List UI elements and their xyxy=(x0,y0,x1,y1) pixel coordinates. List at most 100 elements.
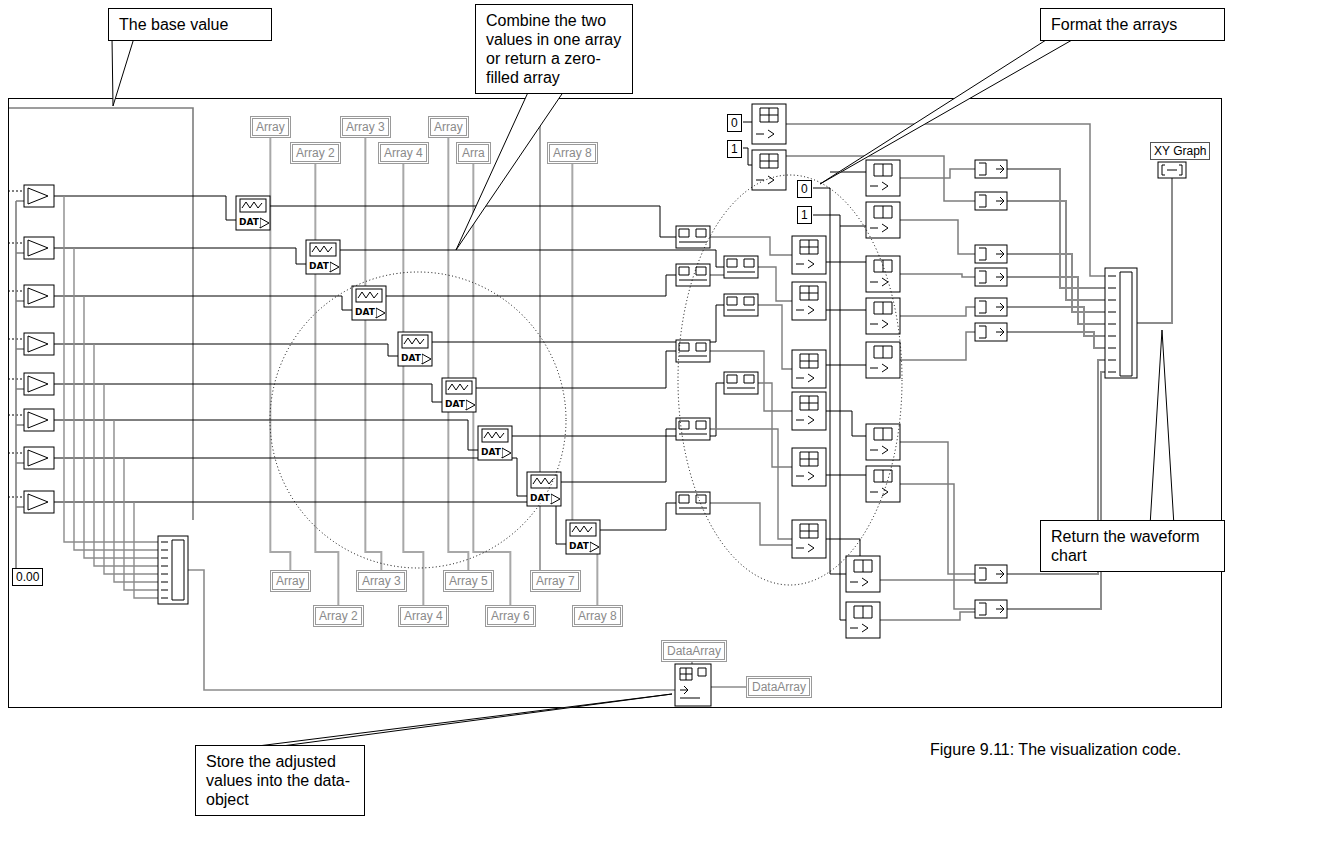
subvi-icon xyxy=(236,196,600,554)
subvi-label: DAT xyxy=(444,399,466,409)
data-wire xyxy=(270,206,724,530)
local-variable: Array xyxy=(270,570,311,592)
highlight-ellipse xyxy=(678,175,902,585)
node-text: Array 4 xyxy=(384,146,423,160)
matrix-icon xyxy=(727,259,755,272)
local-variable: Array xyxy=(250,116,291,138)
local-variable: Array 8 xyxy=(547,142,598,164)
callout-box: Return the waveform chart xyxy=(1040,520,1225,572)
bundle-icon xyxy=(675,664,711,706)
callout-box: Combine the two values in one array or r… xyxy=(475,4,633,94)
comparator-symbol xyxy=(28,288,48,304)
subvi-icon xyxy=(566,520,600,554)
local-variable: Array 4 xyxy=(398,605,449,627)
index-array-icon xyxy=(850,560,872,586)
branch-wire xyxy=(64,196,158,598)
bundle-icon xyxy=(975,600,1007,618)
subvi-icon xyxy=(446,381,472,394)
index-array-icon xyxy=(796,524,818,552)
comparator-symbol xyxy=(24,185,54,513)
subvi-label: DAT xyxy=(308,261,330,271)
local-variable: Array 5 xyxy=(443,570,494,592)
comparator-symbol xyxy=(24,491,54,513)
bundle-icon xyxy=(979,603,1004,615)
matrix-icon xyxy=(724,372,758,394)
index-array-icon xyxy=(846,556,880,592)
subvi-icon xyxy=(352,286,386,320)
node-text: Array 7 xyxy=(536,574,575,588)
subvi-icon xyxy=(442,378,476,412)
matrix-icon xyxy=(679,421,707,434)
index-array-icon xyxy=(870,164,892,190)
index-array-icon xyxy=(870,302,892,328)
comparator-symbol xyxy=(24,409,54,431)
subvi-label: DAT xyxy=(568,541,590,551)
subvi-icon xyxy=(570,523,596,536)
subvi-icon xyxy=(527,472,561,506)
callout-box: Store the adjusted values into the data-… xyxy=(195,745,365,816)
index-array-icon xyxy=(870,346,892,372)
index-array-icon xyxy=(752,104,900,638)
graph-terminal-icon xyxy=(1158,162,1186,178)
callout-box: The base value xyxy=(108,8,272,41)
bundle-icon xyxy=(979,301,1004,313)
diagram-frame xyxy=(9,99,1222,708)
index-array-icon xyxy=(846,602,880,638)
local-variable: DataArray xyxy=(661,640,727,662)
comparator-symbol xyxy=(24,447,54,469)
index-array-icon xyxy=(796,240,818,268)
index-array-icon xyxy=(792,392,826,430)
comparator-symbol xyxy=(28,412,48,428)
subvi-icon xyxy=(260,218,269,228)
index-array-icon xyxy=(866,424,900,460)
subvi-icon xyxy=(356,289,382,302)
local-variable: Array 7 xyxy=(530,570,581,592)
local-wire xyxy=(473,164,510,605)
node-text: XY Graph xyxy=(1154,144,1206,158)
index-array-icon xyxy=(866,466,900,502)
node-text: 1 xyxy=(731,142,738,156)
node-text: 0 xyxy=(731,116,738,130)
matrix-icon xyxy=(676,264,710,286)
matrix-icon xyxy=(676,340,710,362)
node-text: Return the waveform chart xyxy=(1051,527,1214,565)
local-variable: Array 8 xyxy=(572,605,623,627)
figure-caption: Figure 9.11: The visualization code. xyxy=(930,740,1181,759)
matrix-icon xyxy=(727,297,755,310)
comparator-symbol xyxy=(24,373,54,395)
subvi-icon xyxy=(240,199,266,212)
node-text: Format the arrays xyxy=(1051,15,1214,34)
matrix-wire xyxy=(710,237,792,545)
index-array-icon xyxy=(870,428,892,454)
subvi-icon xyxy=(312,246,332,252)
node-text: Array 2 xyxy=(319,609,358,623)
node-text: Array 6 xyxy=(491,609,530,623)
subvi-icon xyxy=(448,384,468,390)
numeric-constant: 0.00 xyxy=(12,568,43,586)
node-text: Arra xyxy=(462,146,485,160)
subvi-label: DAT xyxy=(529,493,551,503)
local-wire xyxy=(448,138,468,570)
comparator-symbol xyxy=(28,188,48,204)
callout-box: Format the arrays xyxy=(1040,8,1225,41)
bundle-icon xyxy=(979,248,1004,260)
node-text: Array 4 xyxy=(404,609,443,623)
bundle-icon xyxy=(979,568,1004,580)
node-text: DataArray xyxy=(752,680,806,694)
matrix-icon xyxy=(679,229,707,242)
index-array-icon xyxy=(866,202,900,238)
comparator-symbol xyxy=(28,494,48,510)
node-text: Array xyxy=(276,574,305,588)
subvi-icon xyxy=(482,429,508,442)
numeric-constant: 1 xyxy=(797,206,812,224)
subvi-icon xyxy=(398,332,432,366)
callout-pointer xyxy=(112,38,134,106)
comparator-symbol xyxy=(24,333,54,355)
node-text: Array xyxy=(434,120,463,134)
subvi-label: DAT xyxy=(400,353,422,363)
bundle-icon xyxy=(979,195,1004,207)
subvi-label: DAT xyxy=(354,307,376,317)
